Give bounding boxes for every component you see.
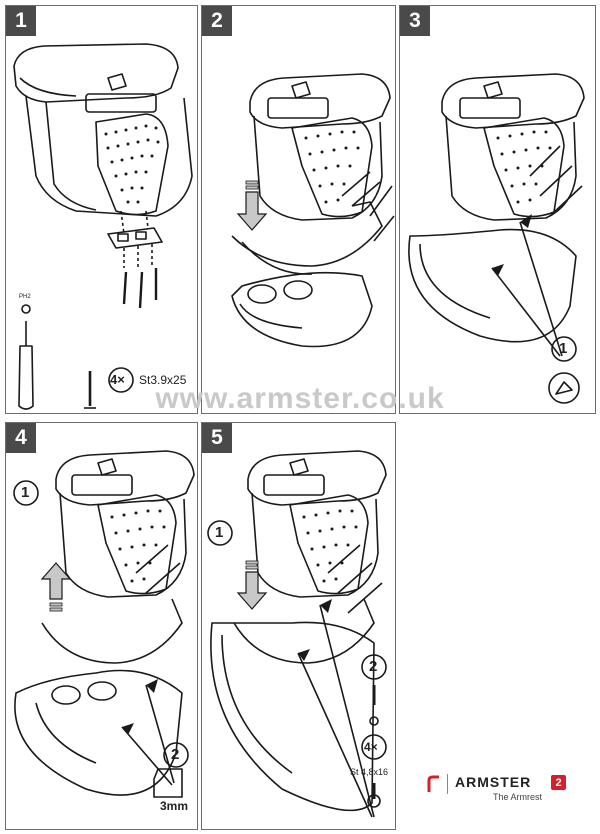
brand-name: ARMSTER bbox=[455, 774, 532, 790]
screw-count: 4× bbox=[364, 740, 378, 754]
armrest-slide-down-illustration bbox=[231, 73, 395, 348]
callout-1: 1 bbox=[215, 524, 224, 541]
website-watermark: www.armster.co.uk bbox=[155, 382, 445, 415]
step-number: 3 bbox=[400, 6, 430, 36]
step-5-panel: 5 bbox=[201, 422, 396, 830]
step-3-panel: 3 1 bbox=[399, 5, 596, 414]
armrest-exploded-illustration bbox=[13, 43, 193, 410]
screw-spec: St3.9x25 bbox=[139, 373, 187, 387]
step-number: 5 bbox=[202, 423, 232, 453]
drill-size-label: 3mm bbox=[160, 799, 189, 813]
step-2-panel: 2 bbox=[201, 5, 396, 414]
step-number: 1 bbox=[6, 6, 36, 36]
step-1-panel: 1 bbox=[5, 5, 198, 414]
screw-count: 4× bbox=[110, 372, 125, 387]
slide-up-arrow bbox=[40, 562, 72, 612]
step-number: 2 bbox=[202, 6, 232, 36]
armrest-slide-up-illustration bbox=[13, 450, 195, 798]
step-4-panel: 4 bbox=[5, 422, 198, 830]
callout-2: 2 bbox=[171, 746, 180, 763]
armster-logo-mark-icon bbox=[427, 775, 439, 792]
callout-1: 1 bbox=[21, 484, 30, 501]
armrest-final-fixing-illustration bbox=[207, 450, 387, 818]
brand-tagline: The Armrest bbox=[493, 792, 543, 802]
screw-spec: St 4,8x16 bbox=[350, 767, 389, 777]
slide-down-arrow bbox=[236, 560, 268, 610]
callout-2: 2 bbox=[369, 658, 378, 675]
armrest-assembled-illustration bbox=[408, 73, 585, 404]
callout-1: 1 bbox=[559, 340, 568, 357]
armster-logo: ARMSTER 2 The Armrest bbox=[425, 768, 595, 808]
driver-label: PH2 bbox=[19, 294, 31, 300]
step-number: 4 bbox=[6, 423, 36, 453]
slide-down-arrow bbox=[236, 180, 268, 231]
brand-badge: 2 bbox=[551, 775, 566, 790]
